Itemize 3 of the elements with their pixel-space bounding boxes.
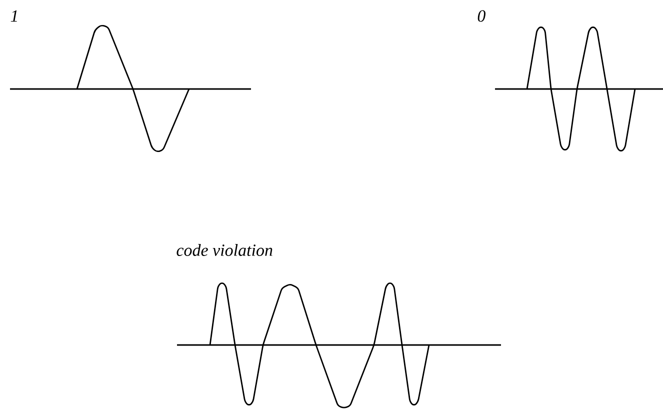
- waveform-label: code violation: [176, 244, 272, 256]
- waveform-label: 0: [478, 10, 486, 22]
- waveform-label: 1: [10, 10, 17, 22]
